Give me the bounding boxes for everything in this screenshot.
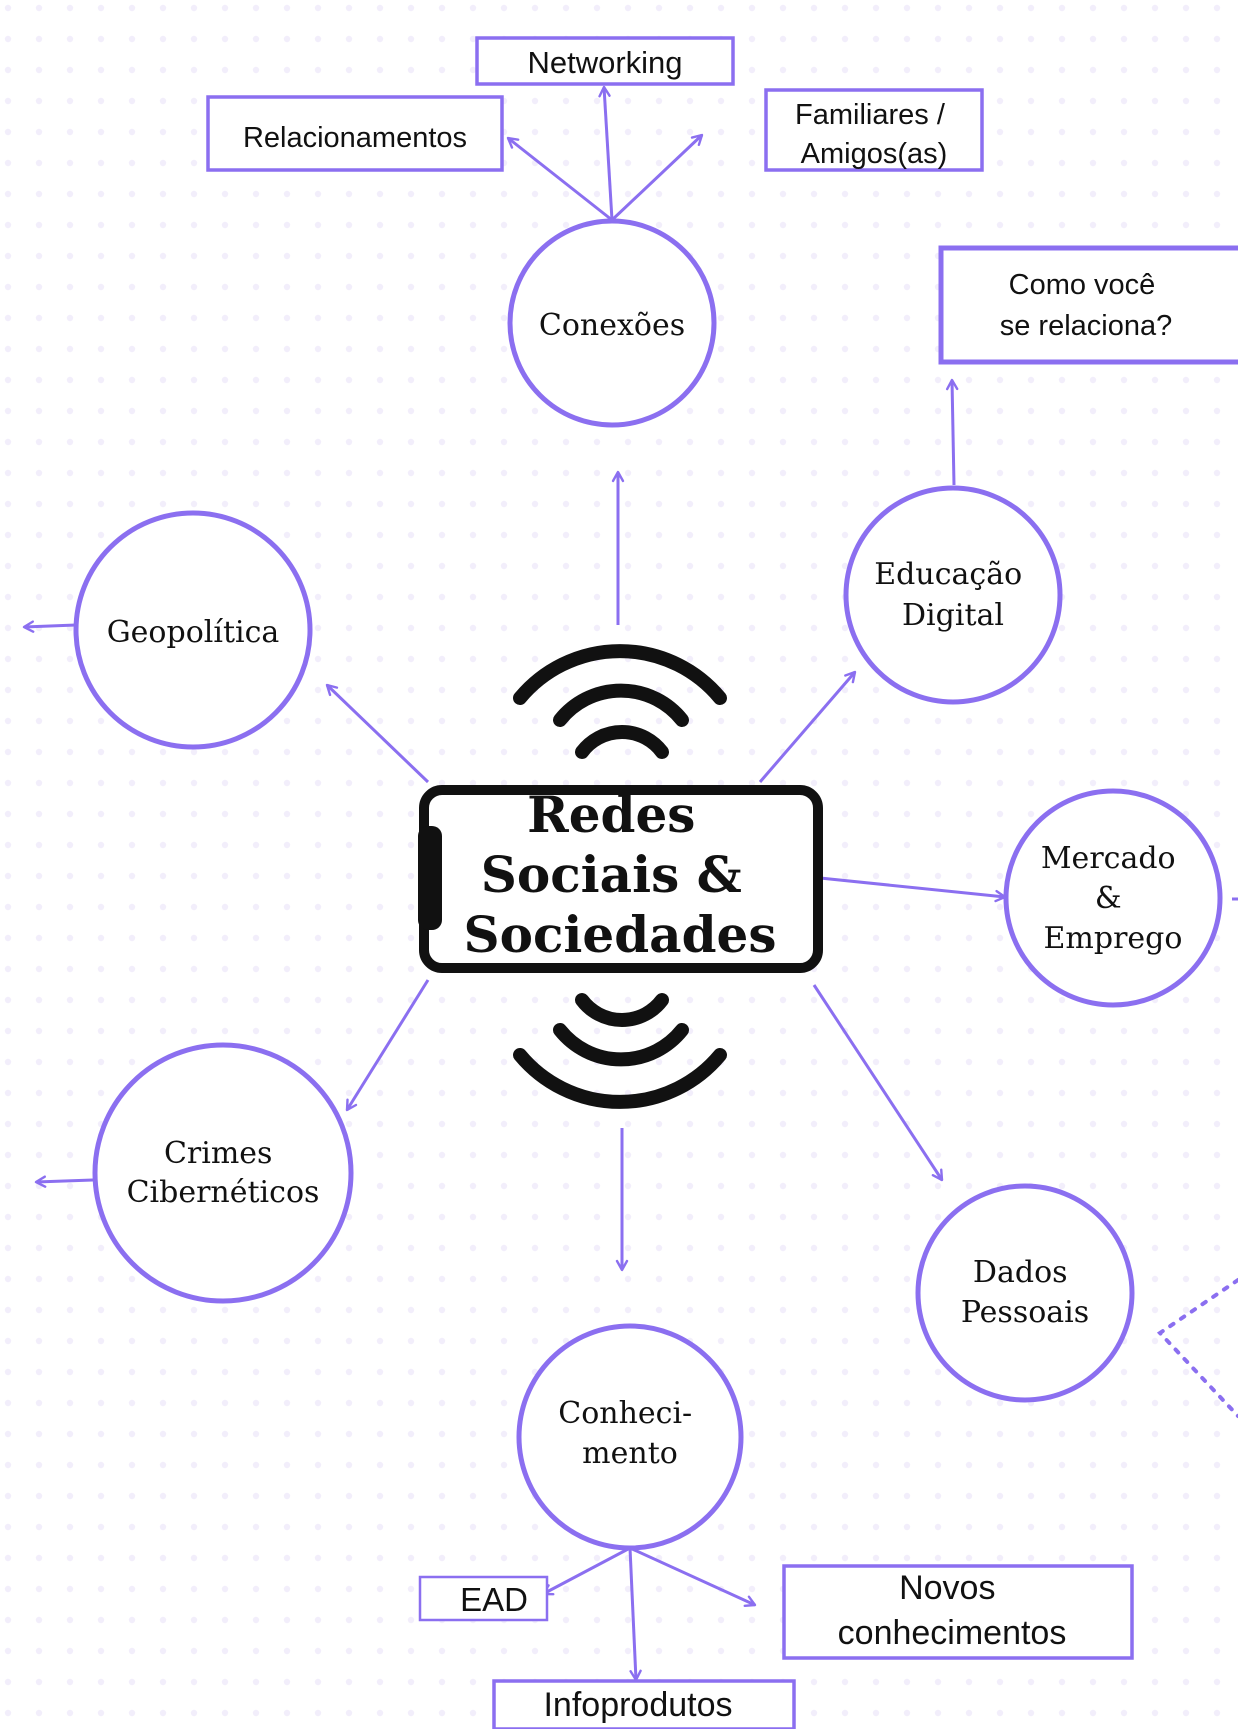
box-familiares-amigos: Familiares / Amigos(as) <box>764 88 984 172</box>
box-relacionamentos: Relacionamentos <box>206 95 504 172</box>
box-ead: EAD <box>418 1575 549 1622</box>
connector-center-dados <box>812 984 944 1182</box>
center-phone: Redes Sociais & Sociedades <box>418 644 823 1109</box>
node-conhecimento: Conheci- mento <box>516 1323 744 1551</box>
connector-conexoes-networking <box>598 85 614 221</box>
node-geopolitica: Geopolítica <box>73 510 313 750</box>
box-networking: Networking <box>475 36 735 86</box>
node-mercado-emprego: Mercado & Emprego <box>1003 788 1223 1008</box>
box-relacionamentos-label: Relacionamentos <box>243 122 467 154</box>
connector-crimes-left <box>34 1175 94 1188</box>
signal-waves-bottom-icon <box>513 993 727 1109</box>
connector-center-mercado <box>819 876 1007 903</box>
box-familiares-label: Familiares / Amigos(as) <box>795 99 953 170</box>
connector-center-geopolitica <box>325 683 430 784</box>
connectors <box>22 85 1007 1682</box>
box-como-label: Como você se relaciona? <box>1000 269 1173 342</box>
node-dados-pessoais: Dados Pessoais <box>915 1183 1135 1403</box>
connector-conhecimento-infoprodutos <box>628 1547 642 1682</box>
connector-conhecimento-ead <box>541 1546 631 1596</box>
node-crimes-ciberneticos: Crimes Cibernéticos <box>92 1042 354 1304</box>
signal-waves-top-icon <box>513 644 727 759</box>
node-geopolitica-label: Geopolítica <box>107 615 280 650</box>
node-mercado-label: Mercado & Emprego <box>1041 841 1185 956</box>
center-title: Redes Sociais & Sociedades <box>464 785 777 964</box>
box-ead-label: EAD <box>460 1581 528 1618</box>
box-novos-label: Novos conhecimentos <box>838 1569 1067 1652</box>
node-conhecimento-label: Conheci- mento <box>558 1396 702 1471</box>
box-infoprodutos-label: Infoprodutos <box>543 1686 732 1724</box>
node-crimes-label: Crimes Cibernéticos <box>127 1136 320 1210</box>
connector-educacao-como <box>945 378 959 486</box>
node-conexoes: Conexões <box>507 218 717 428</box>
dotted-bracket <box>1156 1278 1238 1418</box>
connector-center-educacao <box>758 670 857 783</box>
box-networking-label: Networking <box>527 45 682 80</box>
node-conexoes-label: Conexões <box>539 308 685 343</box>
connector-center-crimes <box>345 979 430 1112</box>
connector-geopolitica-left <box>22 620 77 633</box>
box-novos-conhecimentos: Novos conhecimentos <box>782 1564 1134 1660</box>
connector-conhecimento-novos <box>629 1546 757 1608</box>
node-educacao-digital: Educação Digital <box>843 485 1063 705</box>
connector-conexoes-relacionamentos <box>506 136 613 222</box>
connector-conexoes-familiares <box>610 133 704 222</box>
node-dados-label: Dados Pessoais <box>961 1255 1089 1330</box>
box-infoprodutos: Infoprodutos <box>492 1679 796 1729</box>
box-como-voce-se-relaciona: Como você se relaciona? <box>938 245 1238 365</box>
node-educacao-label: Educação Digital <box>874 557 1031 633</box>
